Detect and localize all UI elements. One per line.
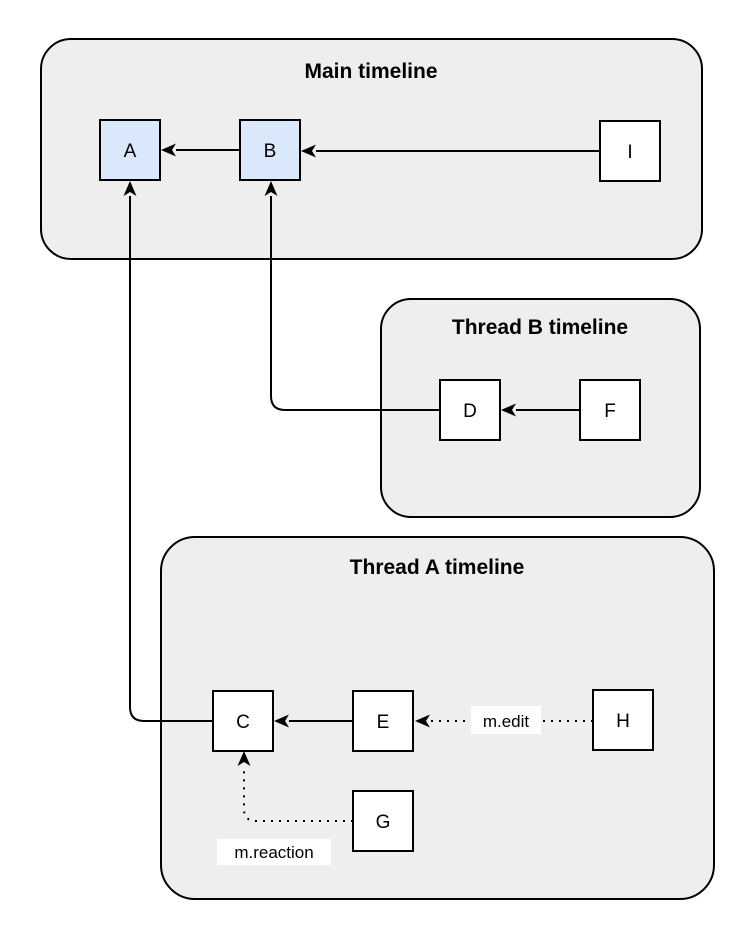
node-g: G	[352, 790, 414, 852]
arrowhead-into-b-bottom	[264, 181, 278, 196]
edge-b-to-a	[161, 143, 240, 157]
node-c-label: C	[236, 712, 250, 733]
edge-g-to-c: m.reaction	[217, 751, 353, 865]
node-f-label: F	[604, 401, 616, 422]
container-thread-b-timeline: Thread B timeline	[380, 298, 701, 518]
edge-c-to-a	[123, 181, 213, 722]
node-i-label: I	[627, 142, 632, 163]
node-b-label: B	[264, 141, 277, 162]
node-i: I	[599, 120, 661, 182]
arrowhead-into-a-bottom	[123, 181, 137, 196]
arrowhead-into-c	[274, 714, 289, 728]
node-f: F	[579, 379, 641, 441]
node-b: B	[239, 119, 301, 181]
edge-label-m-edit-bg	[471, 706, 541, 734]
arrowhead-into-a	[161, 143, 176, 157]
arrowhead-into-c-bottom	[237, 751, 251, 766]
edge-e-to-c	[274, 714, 353, 728]
arrowhead-into-d	[501, 403, 516, 417]
container-thread-a-timeline-title: Thread A timeline	[350, 556, 525, 579]
edge-h-to-e: m.edit	[415, 706, 593, 734]
node-h-label: H	[616, 711, 630, 732]
container-main-timeline: Main timeline	[40, 38, 703, 260]
edge-label-m-reaction-bg	[217, 839, 331, 865]
node-a-label: A	[124, 141, 137, 162]
container-thread-a-timeline: Thread A timeline	[160, 536, 715, 900]
node-h: H	[592, 689, 654, 751]
container-main-timeline-box	[40, 38, 703, 260]
node-e-label: E	[377, 712, 390, 733]
edge-label-m-edit: m.edit	[483, 712, 530, 731]
node-d: D	[439, 379, 501, 441]
arrowhead-into-b	[301, 144, 316, 158]
container-thread-a-timeline-box	[160, 536, 715, 900]
container-thread-b-timeline-box	[380, 298, 701, 518]
container-main-timeline-title: Main timeline	[304, 60, 437, 83]
container-thread-b-timeline-title: Thread B timeline	[452, 316, 628, 339]
edge-i-to-b	[301, 144, 600, 158]
edge-d-to-b	[264, 181, 440, 411]
edge-label-m-reaction: m.reaction	[234, 843, 313, 862]
node-e: E	[352, 690, 414, 752]
edge-f-to-d	[501, 403, 580, 417]
node-c: C	[212, 690, 274, 752]
node-d-label: D	[463, 401, 477, 422]
node-g-label: G	[376, 812, 391, 833]
node-a: A	[99, 119, 161, 181]
arrowhead-into-e	[415, 714, 430, 728]
